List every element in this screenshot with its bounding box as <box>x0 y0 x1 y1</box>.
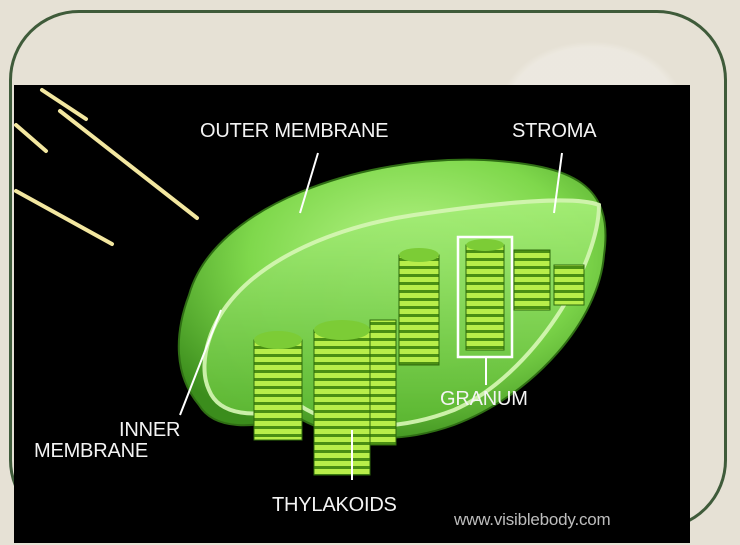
thylakoids-label: THYLAKOIDS <box>272 495 397 516</box>
stroma-label: STROMA <box>512 121 596 142</box>
granum-label: GRANUM <box>440 389 528 410</box>
light-rays <box>16 90 197 244</box>
inner-membrane-label-line2: MEMBRANE <box>34 441 148 462</box>
credit-text: www.visiblebody.com <box>454 509 611 530</box>
chloroplast-diagram: OUTER MEMBRANE STROMA GRANUM INNER MEMBR… <box>14 85 690 543</box>
outer-membrane-label: OUTER MEMBRANE <box>200 121 388 142</box>
chloroplast-illustration <box>14 85 690 543</box>
inner-membrane-label-line1: INNER <box>119 420 180 441</box>
